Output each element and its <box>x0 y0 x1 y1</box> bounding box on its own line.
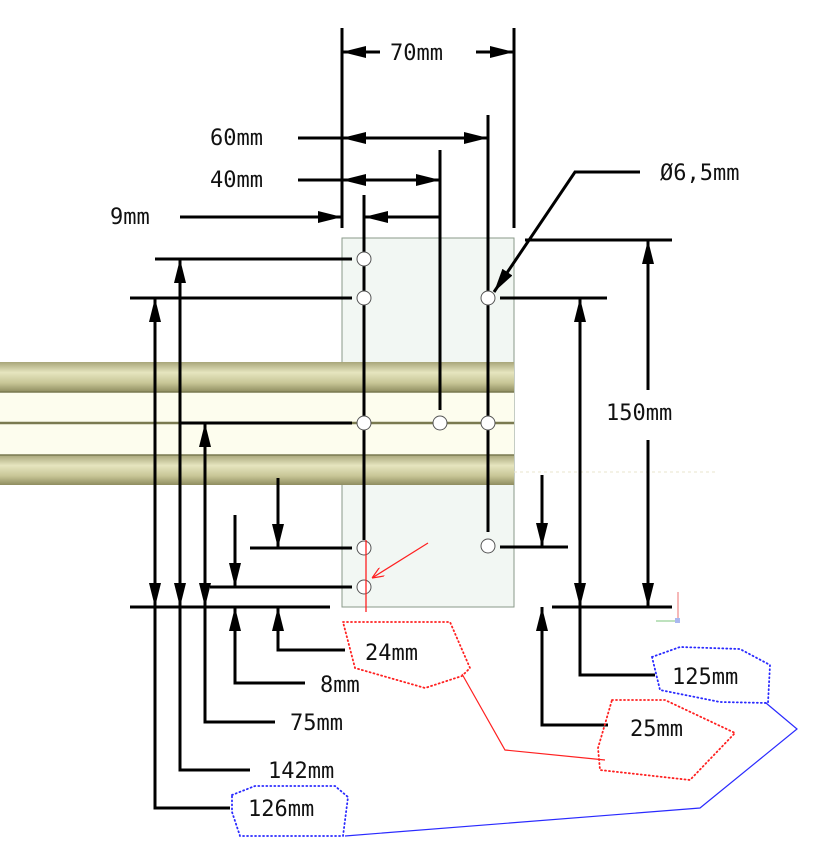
dimension-label-60mm: 60mm <box>210 126 263 151</box>
dimension-label-150mm: 150mm <box>606 401 672 426</box>
revision-cloud-25mm <box>597 699 737 781</box>
extension-lines <box>130 28 672 609</box>
hole-diameter-leader <box>492 170 640 293</box>
axis-triad-icon <box>656 592 680 623</box>
hole <box>356 540 372 556</box>
rail-profile <box>0 362 715 485</box>
revision-cloud-126mm <box>231 785 349 837</box>
dimension-8mm <box>229 515 305 685</box>
dimension-label-125mm: 125mm <box>672 665 738 690</box>
dimension-126mm <box>149 298 230 810</box>
dimension-label-9mm: 9mm <box>110 205 150 230</box>
hole <box>356 415 372 431</box>
dimension-label-142mm: 142mm <box>268 759 334 784</box>
blue-markup <box>231 646 798 837</box>
hole <box>480 290 496 306</box>
hole-diameter-label: Ø6,5mm <box>660 161 739 186</box>
dimension-24mm <box>272 478 345 652</box>
revision-cloud-24mm <box>341 621 472 689</box>
dimension-label-70mm: 70mm <box>390 41 443 66</box>
dimension-label-75mm: 75mm <box>290 711 343 736</box>
hole <box>480 538 496 554</box>
hole <box>356 290 372 306</box>
dimension-label-126mm: 126mm <box>248 797 314 822</box>
dimension-label-24mm: 24mm <box>365 641 418 666</box>
dimension-label-25mm: 25mm <box>630 717 683 742</box>
dimension-75mm <box>199 423 275 724</box>
dimension-142mm <box>174 259 250 772</box>
dimension-label-40mm: 40mm <box>210 168 263 193</box>
dimension-125mm <box>574 298 655 677</box>
revision-cloud-125mm <box>650 646 771 704</box>
hole <box>480 415 496 431</box>
dimension-25mm <box>536 475 608 727</box>
red-markup <box>341 540 737 781</box>
mounting-holes <box>356 251 496 595</box>
hole <box>432 415 448 431</box>
dimension-label-8mm: 8mm <box>320 673 360 698</box>
hole <box>356 251 372 267</box>
hole <box>356 579 372 595</box>
